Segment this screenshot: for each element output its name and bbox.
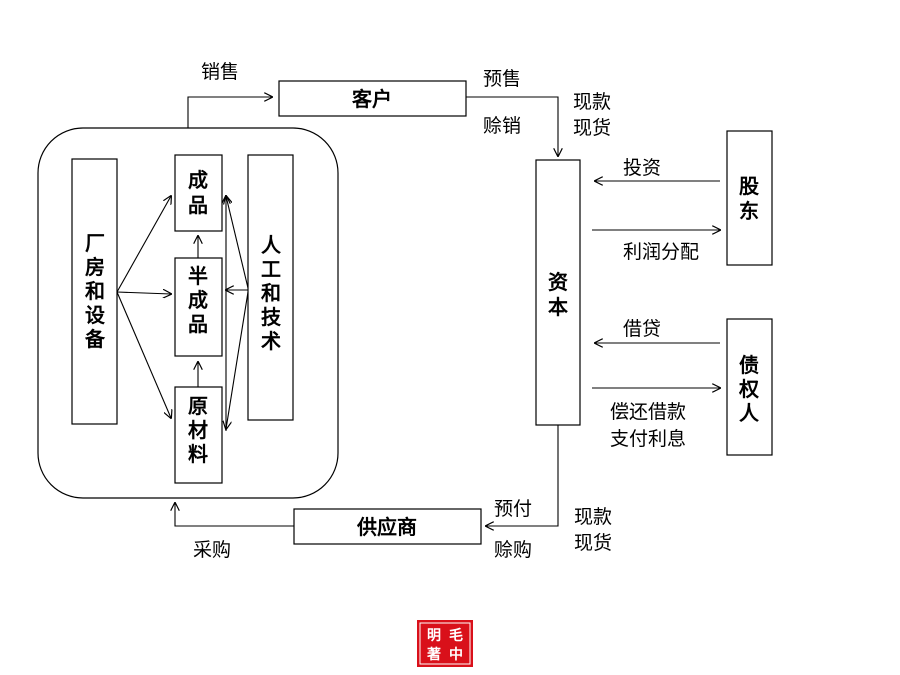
sales-arrow (187, 97, 272, 128)
capital-to-supplier-arrow (486, 425, 559, 526)
repay-label-1: 偿还借款 (610, 401, 686, 423)
creditor-box (726, 318, 773, 456)
labor-to-finished-arrow (226, 196, 249, 289)
prepay-label: 预付 (494, 498, 532, 520)
credit-purchase-label: 赊购 (494, 539, 532, 561)
seal-background (417, 620, 473, 667)
supplier-label: 供应商 (356, 515, 417, 539)
sales-label: 销售 (201, 61, 239, 83)
raw-materials-label: 原材料 (188, 394, 208, 466)
labor-box (247, 154, 294, 421)
presale-label: 预售 (483, 68, 521, 90)
finished-goods-box (174, 154, 223, 232)
investment-label: 投资 (623, 157, 661, 179)
raw-materials-box (174, 386, 223, 484)
seal-char-4: 著 (426, 646, 441, 663)
cash-out-label-2: 现货 (574, 532, 612, 554)
customer-box (278, 80, 467, 117)
semi-finished-box (174, 257, 223, 357)
cash-out-label-1: 现款 (574, 506, 612, 528)
author-seal: 毛 中 明 著 (417, 620, 473, 667)
seal-char-3: 明 (427, 628, 441, 644)
labor-to-raw-arrow (226, 291, 249, 429)
purchase-label: 采购 (193, 539, 231, 561)
credit-sale-label: 赊销 (483, 115, 521, 137)
cash-in-label-1: 现款 (573, 91, 611, 113)
purchase-arrow (175, 503, 294, 527)
semi-finished-label: 半成品 (188, 264, 208, 336)
capital-label: 资本 (548, 270, 568, 319)
creditor-label: 债权人 (738, 353, 760, 425)
labor-label: 人工和技术 (261, 233, 282, 353)
shareholder-box (726, 130, 773, 266)
factory-to-finished-arrow (116, 196, 171, 293)
factory-to-raw-arrow (116, 291, 171, 418)
shareholder-label: 股东 (739, 174, 759, 223)
factory-label: 厂房和设备 (84, 231, 106, 351)
factory-box (71, 158, 118, 425)
capital-box (535, 159, 581, 426)
finished-goods-label: 成品 (188, 168, 208, 217)
seal-char-1: 毛 (449, 627, 463, 644)
repay-label-2: 支付利息 (610, 428, 686, 450)
customer-label: 客户 (351, 87, 392, 111)
borrowing-label: 借贷 (623, 318, 661, 340)
customer-to-capital-arrow (466, 96, 558, 156)
cash-in-label-2: 现货 (573, 117, 611, 139)
factory-to-semi-arrow (116, 292, 171, 294)
profit-distribution-label: 利润分配 (623, 241, 699, 263)
seal-char-2: 中 (449, 646, 463, 663)
